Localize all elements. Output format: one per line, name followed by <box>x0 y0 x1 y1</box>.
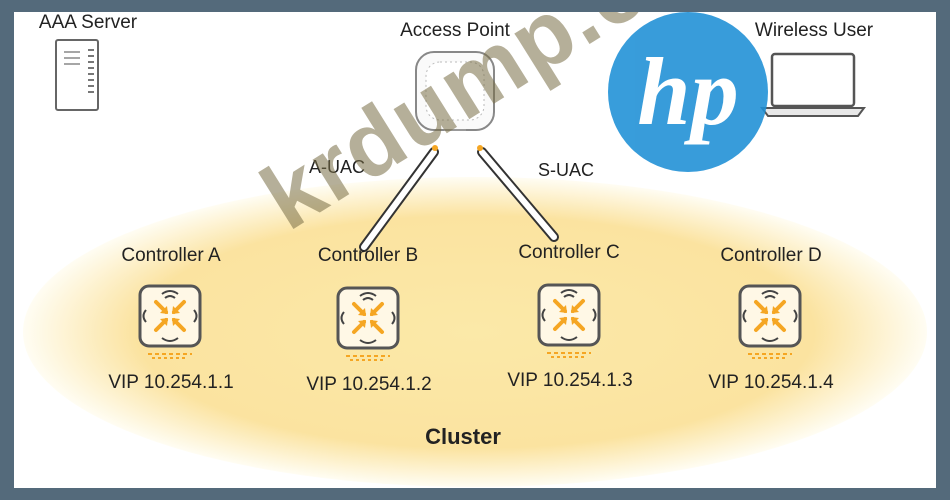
controller-d-icon <box>738 284 802 360</box>
diagram-canvas: hp AAA Server Access Point Wireless User… <box>14 12 936 488</box>
controller-c-icon <box>537 283 601 359</box>
wireless-user-label: Wireless User <box>754 20 874 41</box>
controller-b-label: Controller B <box>317 245 419 266</box>
cluster-ellipse <box>23 177 927 487</box>
controller-b-vip: VIP 10.254.1.2 <box>306 374 432 395</box>
access-point-icon <box>415 51 495 131</box>
svg-text:hp: hp <box>637 38 738 145</box>
controller-b-icon <box>336 286 400 362</box>
aaa-server-icon <box>55 39 99 111</box>
controller-d-vip: VIP 10.254.1.4 <box>708 372 834 393</box>
aaa-server-label: AAA Server <box>38 12 138 33</box>
controller-c-vip: VIP 10.254.1.3 <box>507 370 633 391</box>
controller-c-label: Controller C <box>518 242 620 263</box>
hp-logo: hp <box>608 12 768 172</box>
controller-d-label: Controller D <box>720 245 822 266</box>
access-point-label: Access Point <box>400 20 510 41</box>
controller-a-vip: VIP 10.254.1.1 <box>108 372 234 393</box>
controller-a-icon <box>138 284 202 360</box>
a-uac-cable <box>359 145 439 252</box>
laptop-icon <box>760 52 866 117</box>
s-uac-cable <box>477 145 559 242</box>
cluster-label: Cluster <box>425 424 501 449</box>
diagram-graphics: hp <box>23 12 927 487</box>
s-uac-label: S-UAC <box>538 160 595 180</box>
controller-a-label: Controller A <box>121 245 221 266</box>
a-uac-label: A-UAC <box>309 157 366 177</box>
